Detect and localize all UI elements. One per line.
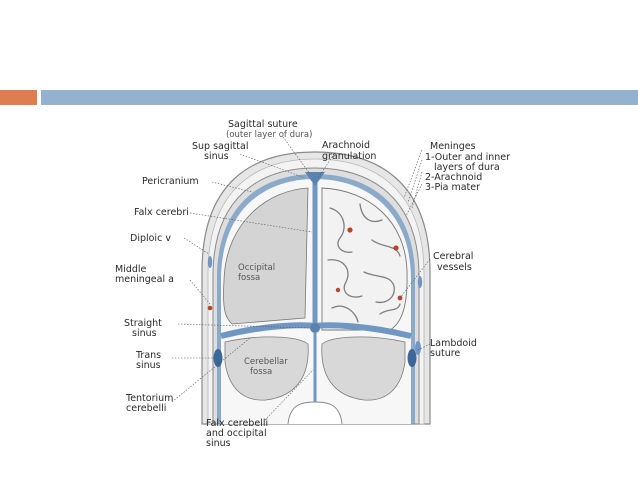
label-trans-sinus-2: sinus	[136, 360, 161, 371]
label-falx-cerebelli-2: and occipital	[206, 428, 267, 439]
label-tentorium-cerebelli: Tentorium	[125, 393, 173, 404]
label-arachnoid-granulation-2: granulation	[322, 151, 376, 162]
label-straight-sinus: Straight	[124, 318, 162, 329]
label-meninges-3: 3-Pia mater	[425, 182, 480, 193]
diploic-vein-right	[417, 276, 423, 288]
lambdoid-vein	[415, 341, 421, 355]
label-sagittal-suture-note: (outer layer of dura)	[226, 130, 312, 140]
label-pericranium: Pericranium	[142, 176, 199, 187]
brain-gyri	[327, 203, 401, 323]
label-falx-cerebri: Falx cerebri	[134, 207, 189, 218]
meninges-diagram: Sagittal suture (outer layer of dura) Su…	[100, 112, 540, 452]
label-cerebellar-fossa-2: fossa	[250, 367, 272, 377]
label-lambdoid-suture: Lambdoid	[430, 338, 477, 349]
label-sup-sagittal-sinus: Sup sagittal	[192, 141, 248, 152]
label-occipital-fossa: Occipital	[238, 263, 275, 273]
foramen-magnum	[287, 401, 343, 425]
header-accent-orange	[0, 90, 37, 105]
label-falx-cerebelli: Falx cerebelli	[206, 418, 268, 429]
label-meninges-1: 1-Outer and inner	[425, 152, 510, 163]
label-lambdoid-suture-2: suture	[430, 348, 460, 359]
label-tentorium-cerebelli-2: cerebelli	[126, 403, 166, 414]
label-falx-cerebelli-3: sinus	[206, 438, 231, 449]
label-trans-sinus: Trans	[135, 350, 161, 361]
label-diploic-v: Diploic v	[130, 233, 171, 244]
header-accent-blue	[41, 90, 638, 105]
label-occipital-fossa-2: fossa	[238, 273, 260, 283]
label-meninges: Meninges	[430, 141, 476, 152]
leader-lines	[171, 136, 431, 421]
straight-sinus	[310, 323, 320, 333]
label-meninges-1b: layers of dura	[434, 162, 500, 173]
label-middle-meningeal: Middle	[115, 264, 147, 275]
label-sagittal-suture: Sagittal suture	[228, 119, 298, 130]
label-cerebral-vessels: Cerebral	[433, 251, 473, 262]
diploic-vein-left	[207, 256, 213, 268]
trans-sinus-left	[213, 349, 223, 367]
label-arachnoid-granulation: Arachnoid	[322, 140, 370, 151]
trans-sinus-right	[407, 349, 417, 367]
cerebral-vessels	[207, 227, 403, 311]
occipital-fossa-left	[223, 187, 309, 325]
meninges-illustration: Sagittal suture (outer layer of dura) Su…	[115, 119, 510, 449]
label-meninges-2: 2-Arachnoid	[425, 172, 482, 183]
cerebellar-fossa-left	[224, 336, 309, 401]
label-sup-sagittal-sinus-2: sinus	[204, 151, 229, 162]
label-straight-sinus-2: sinus	[132, 328, 157, 339]
label-middle-meningeal-2: meningeal a	[115, 274, 174, 285]
cerebellar-fossa-right	[321, 336, 406, 401]
label-cerebral-vessels-2: vessels	[437, 262, 472, 273]
label-cerebellar-fossa: Cerebellar	[244, 357, 288, 367]
sup-sagittal-sinus	[305, 172, 325, 186]
